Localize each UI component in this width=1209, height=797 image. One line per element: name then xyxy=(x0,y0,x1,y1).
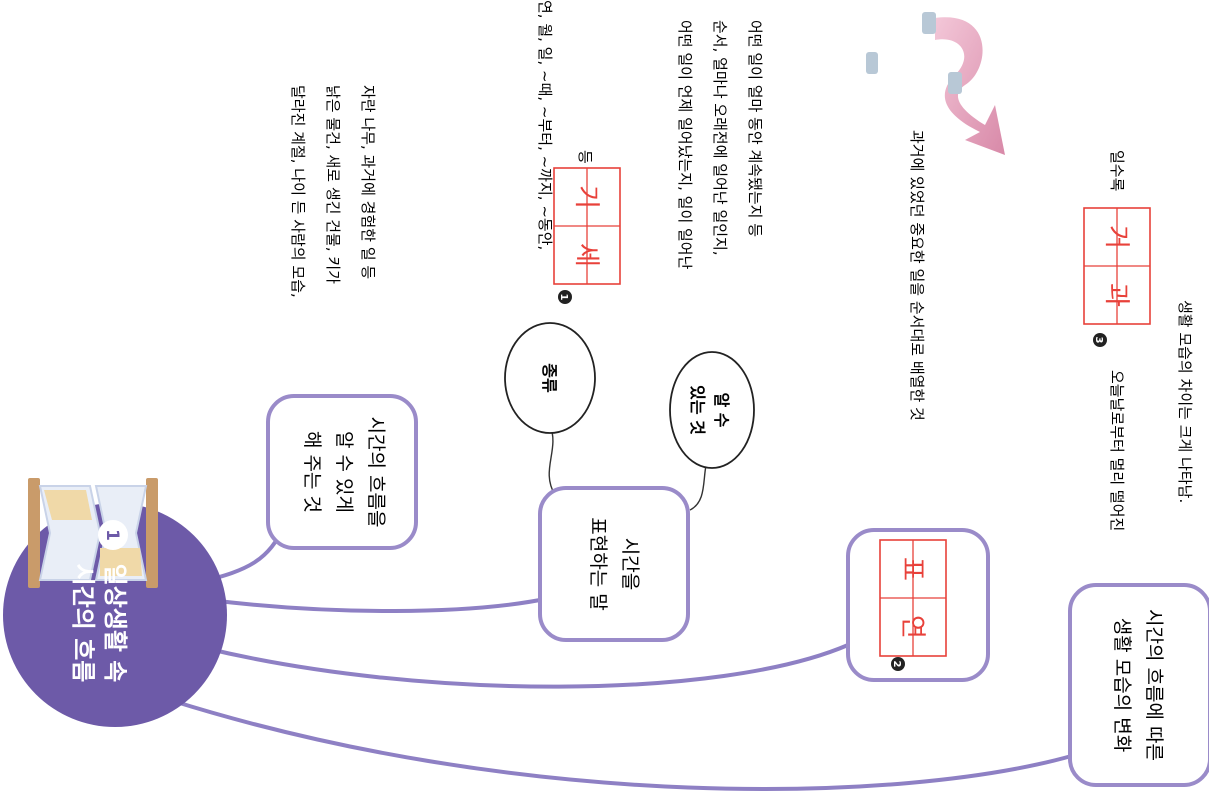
blank2-char2: 표 xyxy=(897,557,927,581)
center-number: 1 xyxy=(102,529,122,541)
know-desc-1: 어떤 일이 언제 일어났는지, 일이 일어난 xyxy=(676,20,694,270)
blank1-char2: 기 xyxy=(571,185,601,209)
node-life-change: 시간의 흐름에 따른 생활 모습의 변화 오늘날로부터 멀리 떨어진 3 과 거… xyxy=(1068,150,1209,787)
node-flow-line2: 알 수 있게 xyxy=(333,431,355,513)
chronology-desc: 과거에 있었던 중요한 일을 순서대로 배열한 것 xyxy=(908,130,926,421)
change-desc1-suffix: 일수록 xyxy=(1108,150,1126,192)
node-words-line2: 표현하는 말 xyxy=(587,517,609,610)
center-node: 1 일상생활 속 시간의 흐름 xyxy=(3,478,227,727)
node-flow-line1: 시간의 흐름을 xyxy=(365,417,387,528)
center-title-1: 일상생활 속 xyxy=(101,564,129,683)
blank1-suffix: 등 xyxy=(576,150,594,164)
flow-arrow-icon xyxy=(866,12,1005,156)
node-time-words: 시간을 표현하는 말 종류 알 수 있는 것 연, 월, 일, ~때, ~부터,… xyxy=(504,0,764,642)
flow-desc-1: 달라진 계절, 나이 든 사람의 모습, xyxy=(289,85,307,298)
blank2-number: 2 xyxy=(891,661,902,668)
node-time-flow: 시간의 흐름을 알 수 있게 해 주는 것 달라진 계절, 나이 든 사람의 모… xyxy=(266,85,418,550)
blank2-char1: 연 xyxy=(897,615,927,639)
know-line2: 있는 것 xyxy=(688,385,707,435)
kind-label: 종류 xyxy=(540,363,559,393)
change-desc2: 생활 모습의 차이는 크게 나타남. xyxy=(1176,300,1194,503)
blank3-char1: 과 xyxy=(1101,283,1131,307)
node-words-line1: 시간을 xyxy=(619,538,641,590)
blank3-char2: 거 xyxy=(1101,225,1131,249)
node-chronology: 연 표 2 과거에 있었던 중요한 일을 순서대로 배열한 것 xyxy=(846,130,990,682)
change-desc1-prefix: 오늘날로부터 멀리 떨어진 xyxy=(1108,370,1126,531)
know-desc-3: 어떤 일이 얼마 동안 계속됐는지 등 xyxy=(746,20,764,237)
change-line2: 생활 모습의 변화 xyxy=(1111,618,1133,752)
know-desc-2: 순서, 얼마나 오래전에 일어난 일인지, xyxy=(711,20,729,256)
blank1-number: 1 xyxy=(558,294,569,301)
blank1-char1: 세 xyxy=(571,243,601,267)
change-line1: 시간의 흐름에 따른 xyxy=(1143,609,1165,761)
know-line1: 알 수 xyxy=(712,392,731,427)
node-flow-line3: 해 주는 것 xyxy=(301,431,323,513)
blank3-number: 3 xyxy=(1093,337,1104,344)
blank1-box: 세 기 xyxy=(553,167,621,285)
flow-desc-2: 낡은 물건, 새로 생긴 건물, 키가 xyxy=(324,85,342,284)
blank3-box: 과 거 xyxy=(1083,207,1151,325)
kind-desc: 연, 월, 일, ~때, ~부터, ~까지, ~동안, xyxy=(536,0,554,250)
flow-desc-3: 자란 나무, 과거에 경험한 일 등 xyxy=(359,85,377,279)
center-title-2: 시간의 흐름 xyxy=(69,564,97,683)
blank2-box: 연 표 xyxy=(879,539,947,657)
